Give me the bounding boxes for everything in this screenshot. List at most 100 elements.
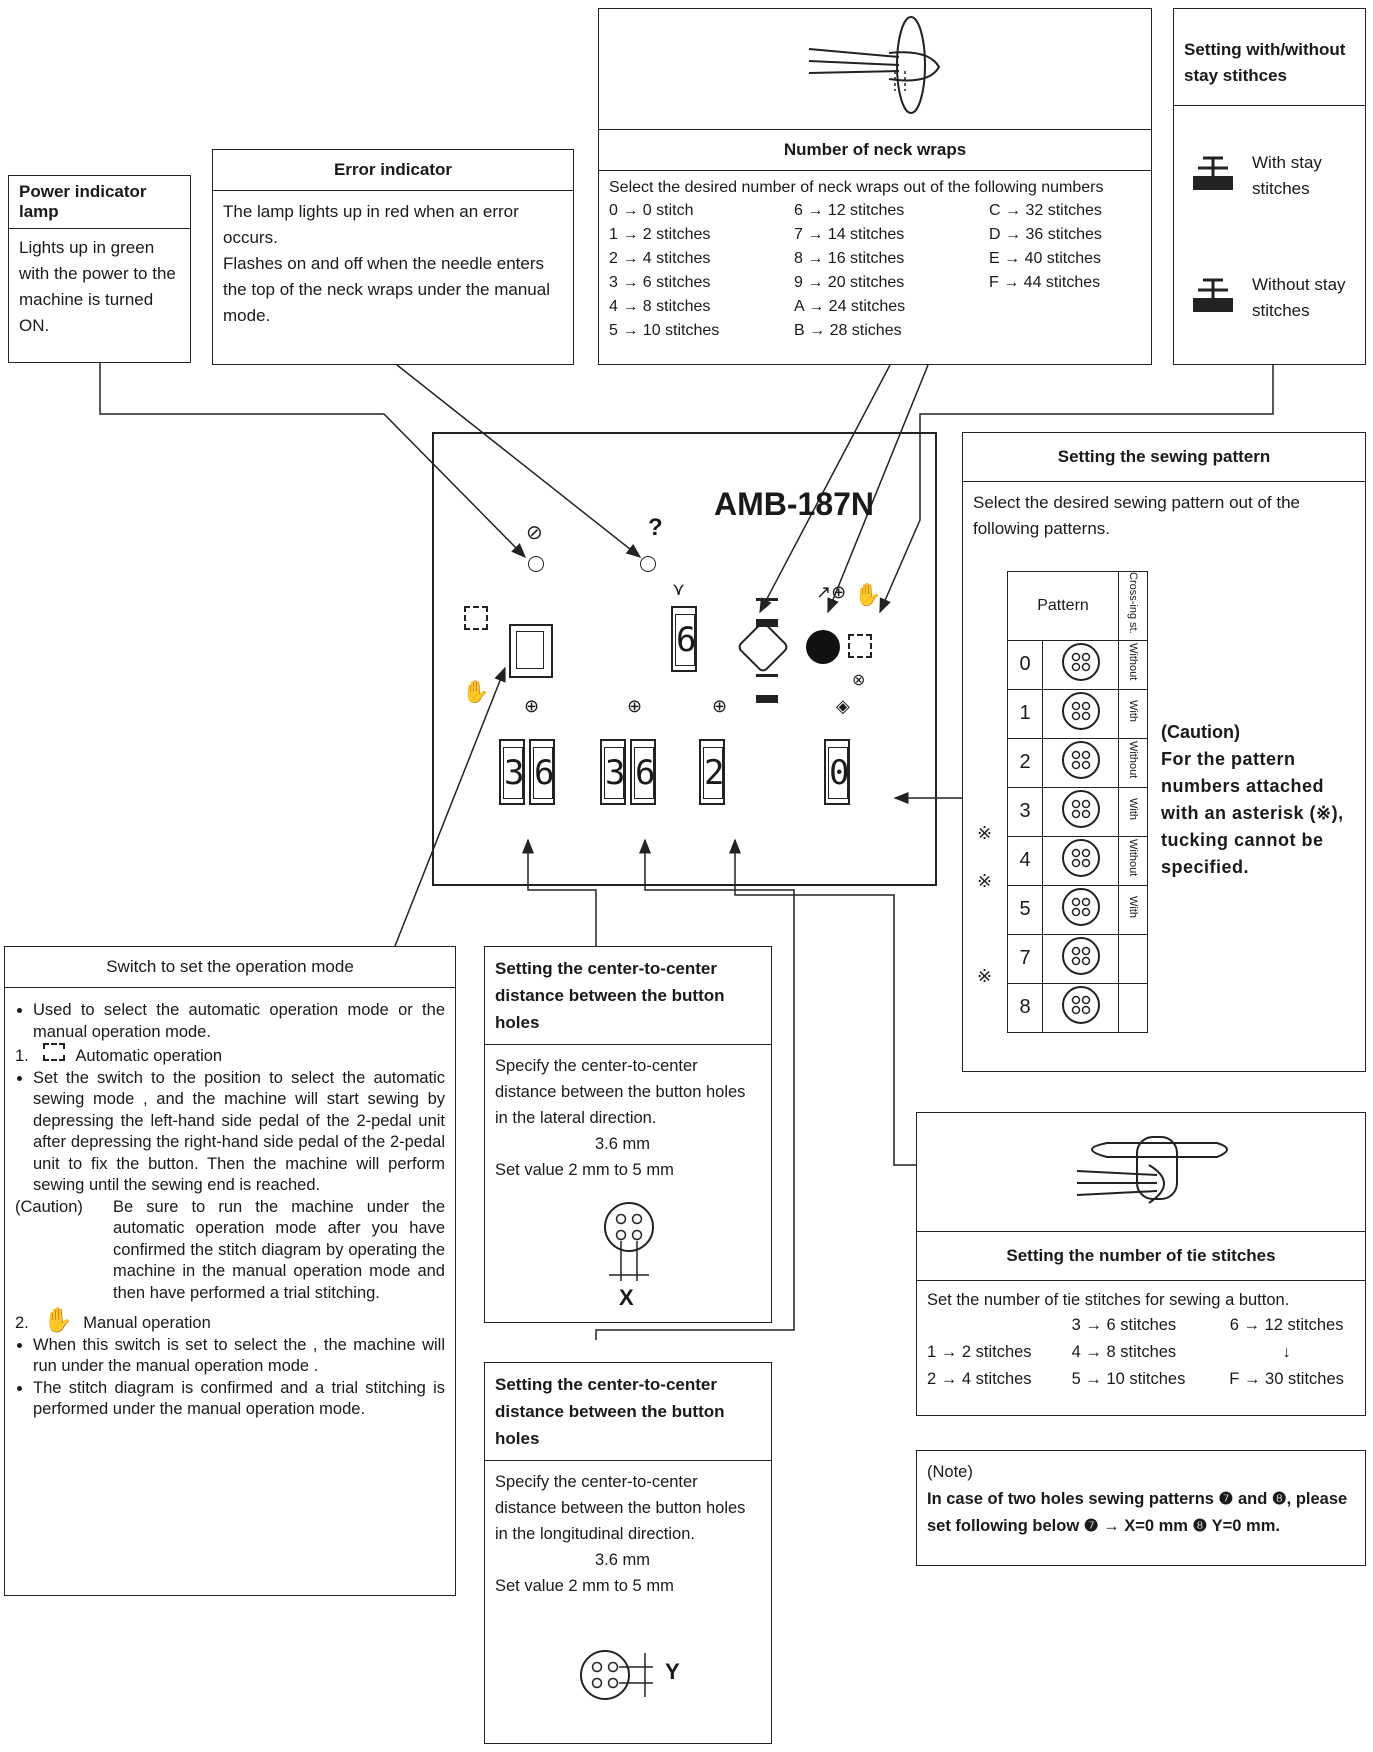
pattern-crossing: Without [1127,741,1139,779]
pattern-number: 5 [1006,884,1044,935]
tie-stitch-item: 4 → 8 stitches [1071,1343,1177,1361]
neck-wrap-item: 5 → 10 stitches [609,322,720,339]
neck-wrap-item: 3 → 6 stitches [609,274,711,291]
stay-switch[interactable] [736,620,790,674]
y-button-diagram [580,1650,653,1700]
tie-stitch-item: 2 → 4 stitches [927,1370,1032,1388]
x-digit-1[interactable]: 3 [499,739,525,805]
tie-stitch-title: Setting the number of tie stitches [917,1231,1365,1281]
x-digit-2[interactable]: 6 [529,739,555,805]
auto-mode-small-icon [43,1043,66,1061]
neck-wrap-item: B → 28 stiches [794,322,902,339]
mode-caution-label: (Caution) [15,1197,83,1216]
stay-stitches-box: Setting with/without stay stithces With … [1173,8,1366,365]
neck-wrap-item: 4 → 8 stitches [609,298,711,315]
x-distance-symbol-icon: ⊕ [524,696,540,716]
x-distance-box: Setting the center-to-center distance be… [484,946,772,1323]
pattern-number: 4 [1006,835,1044,886]
mode-switch[interactable] [509,624,553,678]
needle-up-icon: ↗⊕ [816,582,847,602]
tie-stitch-digit[interactable]: 2 [699,739,725,805]
power-indicator-title: Power indicator lamp [9,176,190,229]
pattern-diagram-icon [1061,740,1100,779]
x-button-diagram [604,1202,654,1281]
neck-wrap-item: 6 → 12 stitches [794,202,905,219]
y-distance-range: Set value 2 mm to 5 mm [495,1577,674,1595]
neck-wrap-item: 2 → 4 stitches [609,250,711,267]
error-indicator-line2: Flashes on and off when the needle enter… [223,254,550,325]
error-indicator-line1: The lamp lights up in red when an error … [223,202,519,247]
neck-wrap-item: E → 40 stitches [989,250,1102,267]
pattern-asterisk: ※ [977,823,993,843]
mode-bullet-1: Used to select the automatic operation m… [33,1000,445,1043]
stay-switch-bottom-icon [756,674,778,703]
neck-wrap-item: 7 → 14 stitches [794,226,905,243]
with-stay-label: With stay stitches [1252,153,1322,198]
model-label: AMB-187N [714,486,875,522]
tie-stitch-item: 3 → 6 stitches [1071,1316,1177,1334]
reset-icon [848,634,872,658]
without-stay-icon [1193,278,1233,312]
mode-bullet-4: The stitch diagram is confirmed and a tr… [33,1378,445,1421]
pattern-asterisk: ※ [977,965,993,986]
pattern-intro: Select the desired sewing pattern out of… [973,493,1300,538]
pattern-row: 5 With [1006,884,1148,935]
y-digit-1[interactable]: 3 [600,739,626,805]
power-indicator-box: Power indicator lamp Lights up in green … [8,175,191,363]
tie-stitch-item: F → 30 stitches [1229,1370,1344,1388]
with-stay-icon [1193,156,1233,190]
tie-col2: 3 → 6 stitches 4 → 8 stitches 5 → 10 stitc… [1072,1312,1219,1393]
manual-mode-icon: ✋ [462,679,490,704]
error-symbol-icon: ? [648,514,663,541]
y-distance-value: 3.6 mm [595,1551,651,1569]
y-axis-label: Y [665,1659,680,1684]
error-indicator-title: Error indicator [213,150,573,191]
y-digit-2[interactable]: 6 [630,739,656,805]
pattern-number: 8 [1006,982,1044,1033]
pattern-crossing: With [1127,895,1139,918]
mode-caution-text: Be sure to run the machine under the aut… [113,1197,445,1302]
x-axis-label: X [619,1285,634,1310]
neck-wrap-digit[interactable]: 6 [671,606,697,672]
pattern-title: Setting the sewing pattern [963,433,1365,482]
pattern-digit[interactable]: 0 [824,739,850,805]
error-lamp [640,556,656,572]
pattern-asterisk: ※ [977,870,993,891]
pattern-box: Setting the sewing pattern Select the de… [962,432,1366,1072]
neck-wrap-item: D → 36 stitches [989,226,1102,243]
start-button[interactable] [806,630,840,664]
tie-stitch-illustration [917,1113,1365,1231]
tie-stitch-item: 5 → 10 stitches [1071,1370,1186,1388]
x-distance-range: Set value 2 mm to 5 mm [495,1161,674,1179]
manual-hand-icon: ✋ [43,1307,74,1334]
pattern-caution-text: For the pattern numbers attached with an… [1161,749,1344,877]
x-distance-text: Specify the center-to-center distance be… [495,1057,746,1127]
stop-icon: ⊗ [852,672,866,689]
item1-label: Automatic operation [75,1047,223,1065]
pattern-diagram-icon [1061,789,1100,828]
pattern-number: 3 [1006,786,1044,837]
neck-wrap-item: F → 44 stitches [989,274,1101,291]
pattern-row: 7 [1006,933,1148,984]
item1-number: 1. [15,1047,29,1065]
power-indicator-text: Lights up in green with the power to the… [19,238,176,335]
neck-wraps-title: Number of neck wraps [599,129,1151,171]
y-distance-symbol-icon: ⊕ [627,696,643,716]
power-lamp [528,556,544,572]
tie-stitch-box: Setting the number of tie stitches Set t… [916,1112,1366,1416]
control-panel: AMB-187N ⊘ ? ✋ ⋎ 6 ↗⊕ ✋ ⊗ ⊕ 3 6 ⊕ 3 6 ⊕ … [432,432,937,886]
pattern-diagram-icon [1061,838,1100,877]
tie-stitch-symbol-icon: ⊕ [712,696,728,716]
stay-switch-top-icon [756,598,778,627]
pattern-caution: (Caution) For the pattern numbers attach… [1161,719,1361,881]
pattern-diagram-icon [1061,985,1100,1024]
pattern-number: 1 [1006,688,1044,739]
pattern-symbol-icon: ◈ [836,696,850,716]
